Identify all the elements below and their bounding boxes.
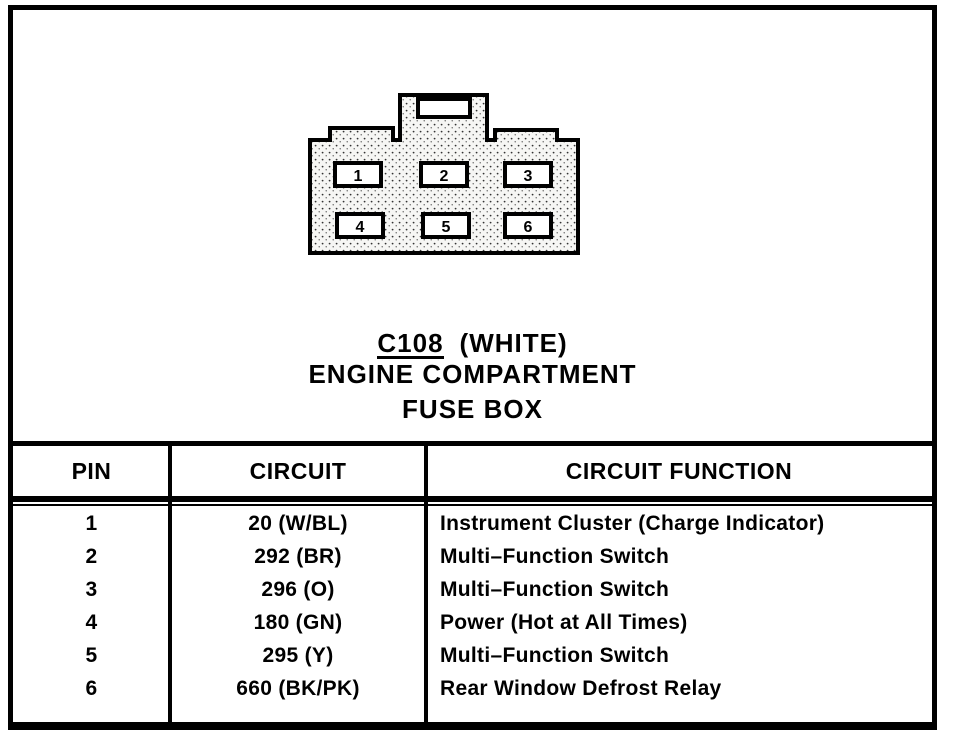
pin-slot-3: 3: [503, 161, 553, 188]
table-row: 1 20 (W/BL) Instrument Cluster (Charge I…: [13, 507, 932, 540]
pin-slot-4: 4: [335, 212, 385, 239]
column-divider-1: [168, 441, 172, 722]
function-cell: Multi–Function Switch: [440, 577, 670, 601]
table-body: 1 20 (W/BL) Instrument Cluster (Charge I…: [13, 506, 932, 705]
pin-slot-6: 6: [503, 212, 553, 239]
page-border: 1 2 3 4 5 6 C108 (WHITE) ENGINE COMPARTME…: [8, 5, 937, 730]
header-bottom-rule-thin: [13, 504, 932, 506]
pin-number: 5: [442, 219, 451, 236]
column-divider-2: [424, 441, 428, 722]
connector-color: (WHITE): [459, 328, 568, 358]
table-row: 4 180 (GN) Power (Hot at All Times): [13, 606, 932, 639]
connector-id: C108: [377, 328, 444, 359]
function-cell: Instrument Cluster (Charge Indicator): [440, 511, 825, 535]
pin-cell: 2: [85, 544, 98, 568]
pin-number: 6: [524, 219, 533, 236]
table-row: 2 292 (BR) Multi–Function Switch: [13, 540, 932, 573]
pin-slot-1: 1: [333, 161, 383, 188]
pin-number: 4: [356, 219, 365, 236]
pin-cell: 5: [85, 643, 98, 667]
col-header-pin: PIN: [71, 457, 112, 484]
pin-number: 2: [440, 168, 449, 185]
pin-cell: 4: [85, 610, 98, 634]
table-row: 3 296 (O) Multi–Function Switch: [13, 573, 932, 606]
table-row: 6 660 (BK/PK) Rear Window Defrost Relay: [13, 672, 932, 705]
connector-title-block: C108 (WHITE) ENGINE COMPARTMENT FUSE BOX: [13, 328, 932, 424]
header-bottom-rule: [13, 496, 932, 502]
pin-number: 3: [524, 168, 533, 185]
pin-table: PIN CIRCUIT CIRCUIT FUNCTION 1 20 (W/BL)…: [13, 441, 932, 725]
circuit-cell: 20 (W/BL): [248, 511, 348, 535]
pin-cell: 1: [85, 511, 98, 535]
function-cell: Multi–Function Switch: [440, 544, 670, 568]
table-top-rule: [13, 441, 932, 446]
col-header-circuit-function: CIRCUIT FUNCTION: [565, 457, 793, 484]
title-line-2: ENGINE COMPARTMENT: [308, 359, 637, 389]
col-header-circuit: CIRCUIT: [249, 457, 347, 484]
connector-diagram: 1 2 3 4 5 6: [308, 93, 580, 255]
pin-cell: 3: [85, 577, 98, 601]
connector-latch: [416, 97, 472, 119]
circuit-cell: 180 (GN): [253, 610, 343, 634]
title-line-1: C108 (WHITE): [13, 328, 932, 359]
circuit-cell: 295 (Y): [262, 643, 334, 667]
circuit-cell: 660 (BK/PK): [236, 676, 360, 700]
pin-slot-5: 5: [421, 212, 471, 239]
circuit-cell: 292 (BR): [254, 544, 342, 568]
function-cell: Multi–Function Switch: [440, 643, 670, 667]
pin-slot-2: 2: [419, 161, 469, 188]
title-line-3: FUSE BOX: [402, 394, 543, 424]
pin-number: 1: [354, 168, 363, 185]
table-row: 5 295 (Y) Multi–Function Switch: [13, 639, 932, 672]
function-cell: Rear Window Defrost Relay: [440, 676, 722, 700]
function-cell: Power (Hot at All Times): [440, 610, 688, 634]
table-header-row: PIN CIRCUIT CIRCUIT FUNCTION: [13, 446, 932, 496]
pin-cell: 6: [85, 676, 98, 700]
rule-gap: [13, 502, 932, 504]
circuit-cell: 296 (O): [261, 577, 335, 601]
